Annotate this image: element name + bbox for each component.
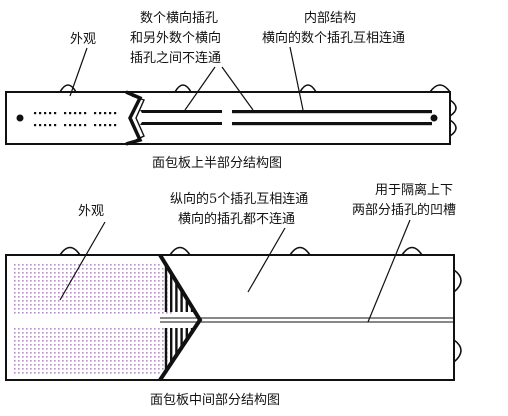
bottom-hole-grid	[14, 264, 172, 374]
top-tab-1	[59, 84, 77, 93]
bottom-tab-3	[289, 246, 311, 256]
leader-top-holes-2	[221, 66, 254, 111]
bottom-right-tab-1	[453, 269, 462, 293]
bottom-divider-zigzag	[158, 253, 203, 382]
top-label-holes-line1: 数个横向插孔	[140, 10, 218, 26]
top-label-appearance: 外观	[70, 32, 96, 47]
bottom-label-appearance: 外观	[78, 204, 104, 219]
bottom-tab-1	[59, 246, 81, 256]
bottom-label-vertical-line2: 横向的插孔都不连通	[178, 211, 295, 227]
strip-upper-right	[232, 110, 432, 114]
leader-bottom-vertical	[247, 227, 286, 293]
bottom-label-groove-line1: 用于隔离上下	[375, 182, 453, 198]
leader-top-internal	[289, 46, 304, 111]
leader-bottom-groove	[367, 219, 411, 323]
leader-top-holes-1	[184, 66, 216, 111]
bottom-label-groove-line2: 两部分插孔的凹槽	[352, 202, 456, 218]
bottom-tab-2	[169, 246, 191, 256]
top-caption: 面包板上半部分结构图	[152, 156, 282, 171]
strip-upper-left	[140, 110, 222, 113]
top-hole-rows	[34, 112, 117, 127]
top-divider-zigzag	[125, 90, 143, 146]
bottom-right-tab-2	[453, 339, 462, 363]
top-label-holes-line3: 插孔之间不连通	[130, 50, 221, 66]
top-tab-3	[299, 84, 317, 93]
strip-lower-left	[140, 122, 222, 125]
bottom-breadboard	[5, 246, 462, 382]
top-label-internal-line1: 内部结构	[304, 10, 356, 26]
top-breadboard	[5, 84, 457, 146]
top-tab-4	[429, 84, 451, 93]
bottom-tab-4	[401, 246, 423, 256]
strip-lower-right	[232, 122, 432, 126]
top-label-internal-line2: 横向的数个插孔互相连通	[262, 30, 405, 46]
leader-top-appearance	[69, 47, 88, 97]
leader-bottom-appearance	[59, 221, 106, 301]
top-mount-hole-right	[430, 114, 438, 122]
top-label-holes-line2: 和另外数个横向	[130, 30, 221, 46]
bottom-label-vertical-line1: 纵向的5个插孔互相连通	[170, 191, 308, 207]
bottom-caption: 面包板中间部分结构图	[150, 393, 280, 408]
top-mount-hole-left	[16, 114, 24, 122]
top-board-outline	[5, 91, 451, 145]
top-tab-2	[174, 84, 192, 93]
